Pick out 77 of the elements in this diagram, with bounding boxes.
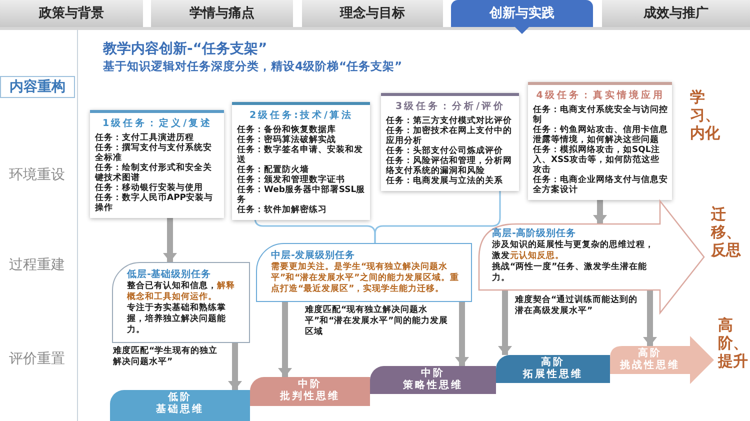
side-label: 迁移、反思 — [711, 205, 741, 259]
task-item: 任务：模拟网络攻击，如SQL注入、XSS攻击等，如何防范这些攻击 — [533, 145, 660, 175]
annotation: 难度匹配“现有独立解决问题水平”和“潜在发展水平”间的能力发展区域 — [305, 305, 449, 338]
arrow — [643, 290, 657, 346]
pointed-panel — [478, 200, 706, 314]
task-item: 任务：颁发和管理数字证书 — [237, 175, 345, 185]
task-item: 任务：钓鱼网站攻击、信用卡信息泄露等情境，如何解决这些问题 — [533, 125, 668, 145]
step-text: 策略性思维 — [403, 380, 463, 392]
pointed-step — [610, 336, 714, 384]
card-heading: 4级任务：真实情境应用 — [536, 89, 665, 102]
step-text: 挑战性思维 — [620, 360, 680, 372]
arrow — [455, 302, 469, 366]
slide-subtitle: 基于知识逻辑对任务深度分类，精设4级阶梯“任务支架” — [103, 59, 402, 74]
step-text: 拓展性思维 — [523, 369, 583, 381]
row-heading: 环境重设 — [9, 166, 65, 184]
task-item: 任务：支付工具演进历程 — [95, 133, 194, 143]
task-item: 任务：第三方支付模式对比评价 — [386, 116, 512, 126]
task-card — [528, 82, 672, 200]
row-heading: 内容重构 — [0, 76, 75, 98]
card-text: 需要更加关注。是学生“现有独立解决问题水平”和“潜在发展水平”之间的能力发展区域。重点打造“最近发展区”，实现学生能力迁移。 — [271, 262, 460, 295]
task-item: 任务：电商发展与立法的关系 — [386, 176, 503, 186]
step-block — [496, 355, 610, 383]
step-block — [250, 377, 370, 406]
card-heading: 3级任务：分析/评价 — [395, 100, 506, 113]
connector-line — [374, 191, 501, 243]
step-text: 中阶 — [421, 368, 445, 380]
card-heading: 1级任务：定义/复述 — [102, 117, 213, 130]
nav-tab: 成效与推广 — [602, 0, 750, 27]
step-text: 批判性思维 — [280, 391, 340, 403]
task-item: 任务：数字签名申请、安装和发送 — [237, 145, 364, 165]
step-text: 基础思维 — [156, 404, 204, 416]
slide-title: 教学内容创新-“任务支架” — [103, 40, 268, 58]
card-heading: 低层-基础级别任务 — [127, 269, 211, 280]
task-item: 任务：Web服务器中部署SSL服务 — [237, 185, 366, 205]
row-heading: 过程重建 — [9, 256, 65, 274]
side-label: 学习、内化 — [690, 88, 720, 142]
card-text: 整合已有认知和信息，解释概念和工具如何运作。 — [127, 281, 236, 302]
card-text: 挑战“两性一度”任务、激发学生潜在能力。 — [492, 262, 648, 284]
task-item: 任务：绘制支付形式和安全关键技术图谱 — [95, 163, 213, 183]
task-card — [232, 102, 370, 220]
arrow — [278, 302, 292, 377]
arrow — [228, 343, 242, 390]
card-heading: 2级任务:技术/算法 — [250, 109, 354, 122]
card-text: 专注于夯实基础和熟练掌握，培养独立解决问题能力。 — [127, 303, 227, 336]
step-block — [370, 366, 496, 394]
step-text: 中阶 — [298, 379, 322, 390]
task-item: 任务：数字人民币APP安装与操作 — [95, 193, 214, 213]
step-text: 高阶 — [541, 357, 565, 368]
task-item: 任务：头部支付公司炼成评价 — [386, 146, 503, 156]
task-item: 任务：加密技术在网上支付中的应用分析 — [386, 126, 513, 146]
step-text: 低阶 — [168, 392, 192, 404]
annotation: 难度契合“通过训练而能达到的潜在高级发展水平” — [515, 295, 639, 317]
task-item: 任务：移动银行安装与使用 — [95, 183, 203, 193]
task-item: 任务：电商企业网络支付与信息安全方案设计 — [533, 175, 668, 195]
side-label: 高阶、提升 — [718, 316, 748, 370]
task-item: 任务：备份和恢复数据库 — [237, 125, 336, 135]
nav-tab: 学情与痛点 — [151, 0, 293, 27]
task-item: 任务：电商支付系统安全与访问控制 — [533, 105, 668, 125]
annotation: 难度匹配“学生现有的独立解决问题水平” — [113, 346, 219, 368]
card-heading: 中层-发展级别任务 — [271, 250, 355, 262]
step-block — [110, 390, 250, 421]
task-card — [381, 93, 519, 191]
arrow — [163, 218, 177, 262]
task-item: 任务：软件加解密练习 — [237, 205, 327, 215]
task-item: 任务：密码算法破解实战 — [237, 135, 336, 145]
task-item: 任务：风险评估和管理，分析网络支付系统的漏洞和风险 — [386, 156, 513, 176]
arrow — [498, 290, 512, 355]
arrow — [593, 200, 607, 224]
nav-tab: 理念与目标 — [302, 0, 443, 27]
task-item: 任务：配置防火墙 — [237, 165, 309, 175]
task-item: 任务：撰写支付与支付系统安全标准 — [95, 143, 213, 163]
row-heading: 评价重置 — [9, 350, 65, 368]
task-card — [90, 110, 224, 218]
card-text: 涉及知识的延展性与更复杂的思维过程，激发元认知反思。 — [492, 240, 655, 262]
nav-tab: 政策与背景 — [0, 0, 143, 27]
card-heading: 高层-高阶级别任务 — [492, 228, 576, 240]
step-text: 高阶 — [638, 348, 662, 360]
